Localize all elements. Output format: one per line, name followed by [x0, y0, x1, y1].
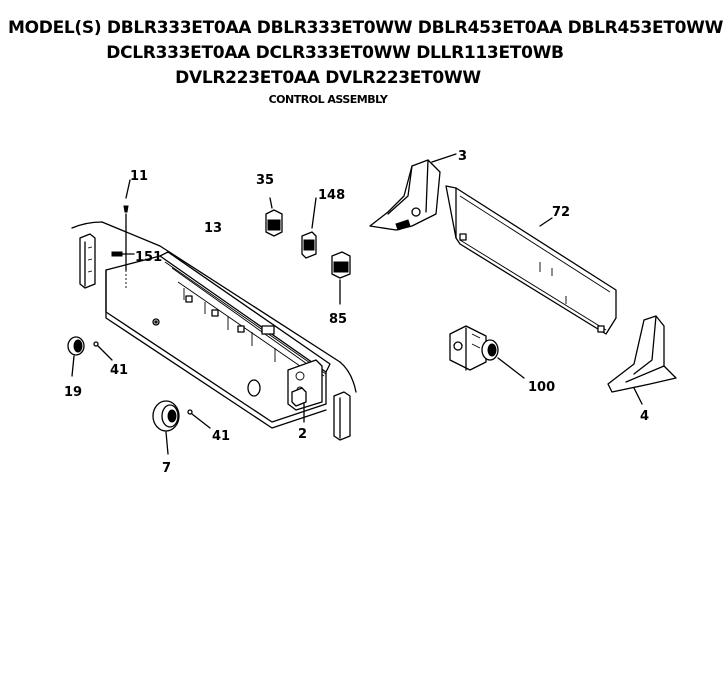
model-list-line-2: DCLR333ET0AA DCLR333ET0WW DLLR113ET0WB: [106, 43, 564, 63]
callout-4: 4: [640, 409, 649, 424]
model-list-line-1: MODEL(S) DBLR333ET0AA DBLR333ET0WW DBLR4…: [8, 18, 723, 38]
endcap-bracket-4: [607, 315, 677, 405]
switch-35: [265, 197, 283, 237]
clip-41-upper: [93, 341, 113, 361]
callout-148: 148: [318, 188, 345, 203]
exploded-view-drawing: 11 13 35 148 151 85 3 72 100 4 2 41 41 1…: [64, 149, 677, 476]
assembly-title: CONTROL ASSEMBLY: [268, 93, 388, 106]
switch-148: [301, 197, 317, 259]
knob-19: [67, 336, 85, 377]
screw-11: [123, 179, 131, 290]
callout-41-lower: 41: [212, 429, 230, 444]
clip-41-lower: [187, 409, 211, 429]
callout-151: 151: [135, 250, 162, 265]
callout-13: 13: [204, 221, 222, 236]
callout-2: 2: [298, 427, 307, 442]
callout-85: 85: [329, 312, 347, 327]
knob-7: [152, 400, 180, 455]
switch-85: [331, 251, 351, 305]
right-end-cap: [333, 391, 351, 441]
callout-100: 100: [528, 380, 555, 395]
callout-19: 19: [64, 385, 82, 400]
callout-11: 11: [130, 169, 148, 184]
left-end-cap: [71, 221, 103, 289]
callout-7: 7: [162, 461, 171, 476]
part-151-clip: [111, 251, 135, 257]
backsplash-13: [101, 221, 357, 429]
callout-3: 3: [458, 149, 467, 164]
callout-72: 72: [552, 205, 570, 220]
callout-41-upper: 41: [110, 363, 128, 378]
parts-diagram-page: MODEL(S) DBLR333ET0AA DBLR333ET0WW DBLR4…: [8, 18, 723, 476]
callout-35: 35: [256, 173, 274, 188]
model-list-line-3: DVLR223ET0AA DVLR223ET0WW: [175, 68, 481, 88]
clip-part-2: [291, 387, 307, 423]
endcap-bracket-3: [369, 153, 457, 231]
timer-100: [449, 325, 525, 379]
rear-panel-72: [445, 185, 617, 335]
